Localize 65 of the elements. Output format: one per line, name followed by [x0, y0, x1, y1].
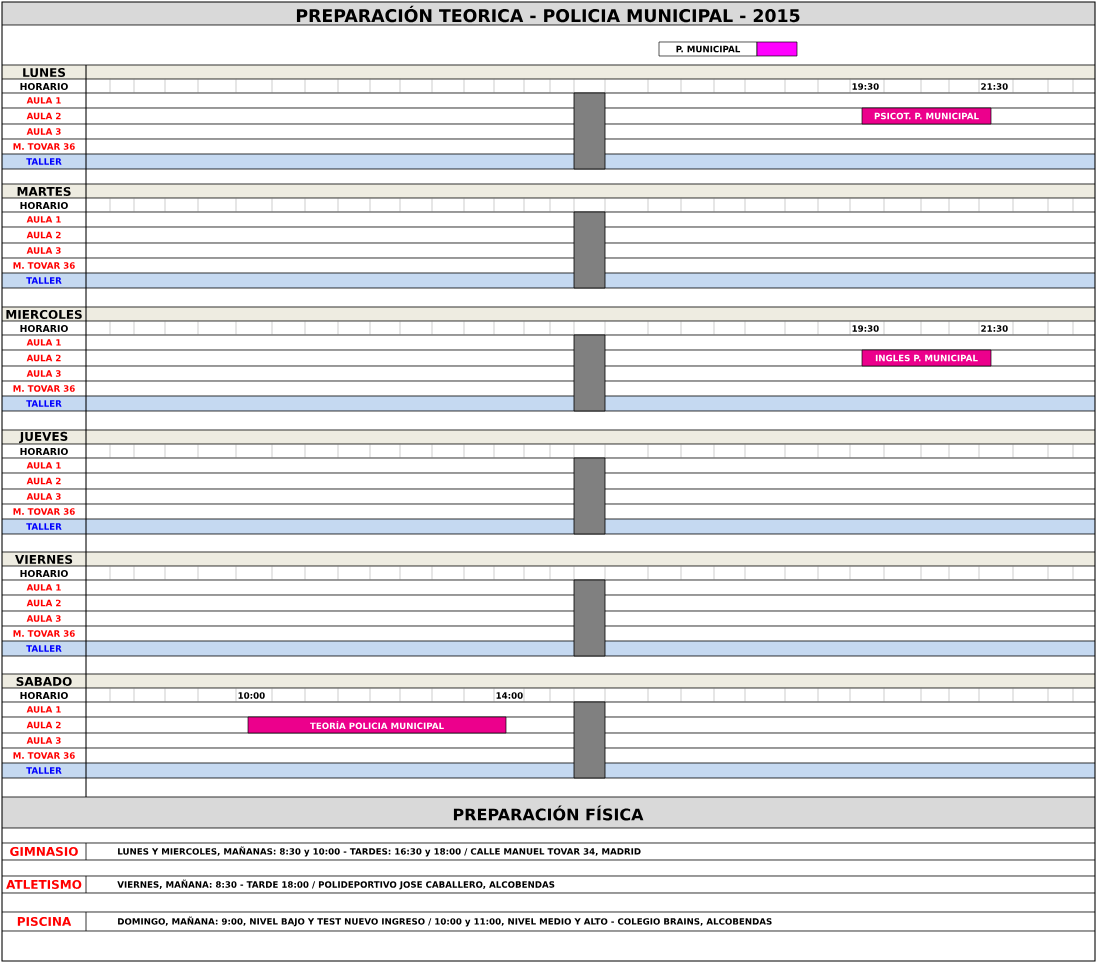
room-name: AULA 1: [26, 339, 61, 346]
day-name: VIERNES: [15, 554, 73, 565]
room-name: M. TOVAR 36: [13, 143, 75, 150]
day-name: LUNES: [23, 67, 66, 78]
day-name: JUEVES: [19, 431, 68, 444]
time-cell: 10:00: [238, 692, 265, 699]
room-name: AULA 2: [26, 721, 61, 729]
room-name: TALLER: [26, 400, 62, 407]
room-name: AULA 3: [26, 493, 61, 500]
room-name: TALLER: [26, 158, 62, 165]
room-name: AULA 1: [26, 462, 61, 469]
time-cell: 21:30: [981, 83, 1008, 90]
schedule-text: VIERNES, MAÑANA: 8:30 - TARDE 18:00 / POLIDEPORTIVO JOSE CABALLERO, ALCOBENDAS: [117, 879, 555, 890]
activity-name: PISCINA: [17, 916, 72, 927]
day-name: SABADO: [16, 676, 72, 687]
room-name: TALLER: [26, 767, 62, 774]
time-cell: 14:00: [496, 692, 523, 699]
legend-label: P. MUNICIPAL: [658, 41, 758, 57]
event-bar: INGLES P. MUNICIPAL: [861, 349, 992, 367]
room-name: AULA 3: [26, 128, 61, 135]
break-column: [573, 211, 606, 289]
break-column: [573, 701, 606, 779]
room-name: M. TOVAR 36: [13, 385, 75, 392]
room-name: M. TOVAR 36: [13, 752, 75, 759]
room-name: M. TOVAR 36: [13, 508, 75, 515]
room-name: AULA 2: [26, 354, 61, 362]
schedule-text: LUNES Y MIERCOLES, MAÑANAS: 8:30 y 10:00 - TARDES: 16:30 y 18:00 / CALLE MANUEL TOVAR 34, MADRID: [118, 846, 641, 857]
room-name: AULA 3: [26, 615, 61, 622]
room-name: M. TOVAR 36: [13, 630, 75, 637]
room-name: AULA 2: [26, 112, 61, 120]
time-cell: 19:30: [852, 83, 879, 90]
activity-name: ATLETISMO: [6, 879, 82, 890]
schedule-text: DOMINGO, MAÑANA: 9:00, NIVEL BAJO Y TEST NUEVO INGRESO / 10:00 y 11:00, NIVEL MEDIO Y ALTO - COLEGIO BRAINS, ALCOBENDAS: [118, 916, 772, 927]
room-name: TALLER: [26, 645, 62, 652]
room-name: AULA 1: [26, 97, 61, 104]
break-column: [573, 579, 606, 657]
day-name: MIERCOLES: [6, 309, 82, 320]
room-name: AULA 2: [26, 231, 61, 239]
row-heading: HORARIO: [20, 324, 68, 332]
room-name: AULA 1: [26, 584, 61, 591]
row-heading: HORARIO: [20, 569, 68, 577]
room-name: AULA 3: [26, 737, 61, 744]
room-name: AULA 1: [26, 216, 61, 223]
room-name: AULA 1: [26, 706, 61, 713]
room-name: M. TOVAR 36: [13, 262, 75, 269]
event-bar: PSICOT. P. MUNICIPAL: [861, 107, 992, 125]
time-cell: 19:30: [852, 325, 879, 332]
room-name: TALLER: [26, 277, 62, 284]
row-heading: HORARIO: [20, 201, 68, 209]
room-name: TALLER: [26, 523, 62, 530]
activity-name: GIMNASIO: [10, 846, 78, 857]
row-heading: HORARIO: [20, 447, 68, 455]
time-cell: 21:30: [981, 325, 1008, 332]
room-name: AULA 2: [26, 599, 61, 607]
break-column: [573, 334, 606, 412]
row-heading: HORARIO: [20, 82, 68, 90]
room-name: AULA 2: [26, 477, 61, 485]
day-name: MARTES: [17, 186, 71, 197]
row-heading: HORARIO: [20, 691, 68, 699]
event-bar: TEORÍA POLICIA MUNICIPAL: [247, 716, 507, 734]
room-name: AULA 3: [26, 370, 61, 377]
section-heading: PREPARACIÓN FÍSICA: [453, 805, 644, 821]
room-name: AULA 3: [26, 247, 61, 254]
break-column: [573, 92, 606, 170]
break-column: [573, 457, 606, 535]
